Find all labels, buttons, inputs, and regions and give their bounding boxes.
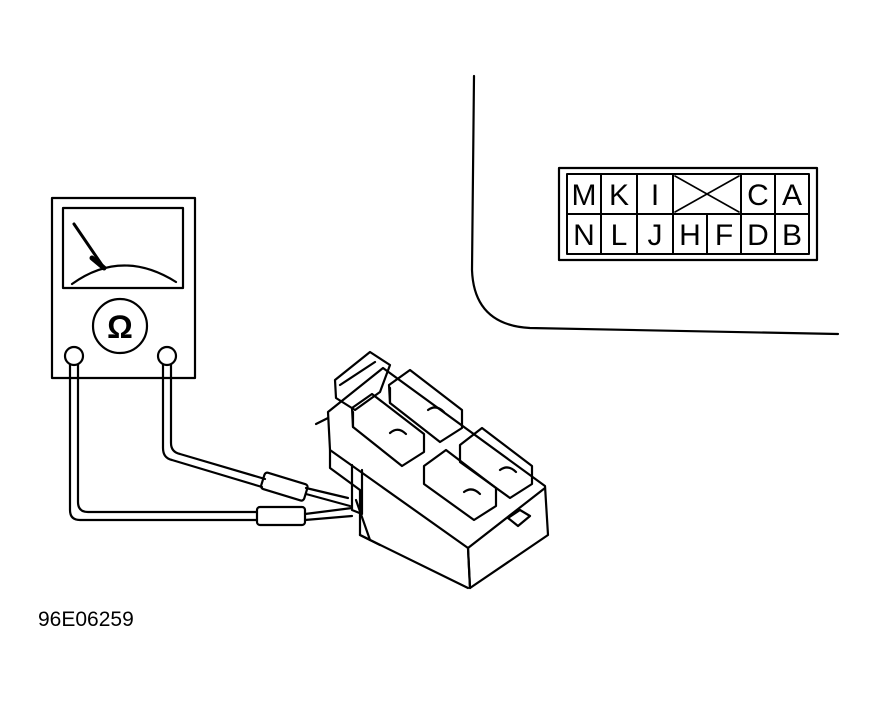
panel-outline (470, 74, 840, 336)
window-switch-rear-left (387, 368, 464, 444)
pin-label: K (609, 179, 629, 212)
window-switch-front-right (422, 448, 498, 522)
ohm-symbol-circle (91, 297, 149, 355)
pin-label: I (651, 179, 659, 212)
test-lead-left (68, 363, 354, 527)
power-window-switch (314, 350, 550, 590)
ohmmeter (50, 196, 197, 380)
probe-left (255, 505, 307, 527)
pin-label: H (679, 219, 701, 252)
pin-label: L (611, 219, 628, 252)
pin-label: A (782, 179, 802, 212)
meter-display-window (61, 206, 185, 290)
pin-label: D (747, 219, 769, 252)
pin-label: M (572, 179, 597, 212)
connector-row-2: N L J H F D B (573, 219, 802, 252)
test-lead-right (161, 363, 352, 508)
figure-id-label: 96E06259 (38, 608, 134, 631)
ohm-symbol: Ω (107, 309, 133, 345)
connector-row-1: M K I C A (572, 179, 803, 212)
window-switch-front-left (350, 392, 426, 468)
pin-label: F (715, 219, 733, 252)
pin-label: C (747, 179, 769, 212)
pin-label: N (573, 219, 595, 252)
connector-pinout (557, 166, 819, 262)
test-jack-left (63, 345, 85, 367)
pin-label: J (648, 219, 663, 252)
test-jack-right (156, 345, 178, 367)
pin-label: B (782, 219, 802, 252)
probe-right (259, 471, 309, 502)
